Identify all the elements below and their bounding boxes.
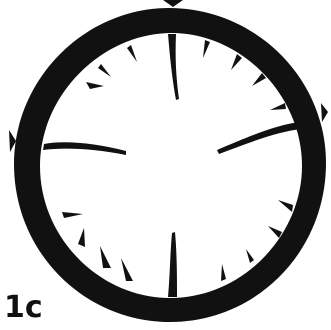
septum-top: [168, 34, 179, 100]
septum-bottom: [168, 232, 177, 297]
septum-left: [43, 142, 126, 155]
panel-label: 1c: [4, 291, 43, 325]
right-marker: [321, 103, 328, 122]
septum-right: [217, 122, 302, 154]
inner-spikes: [62, 40, 293, 281]
top-marker: [163, 0, 183, 7]
